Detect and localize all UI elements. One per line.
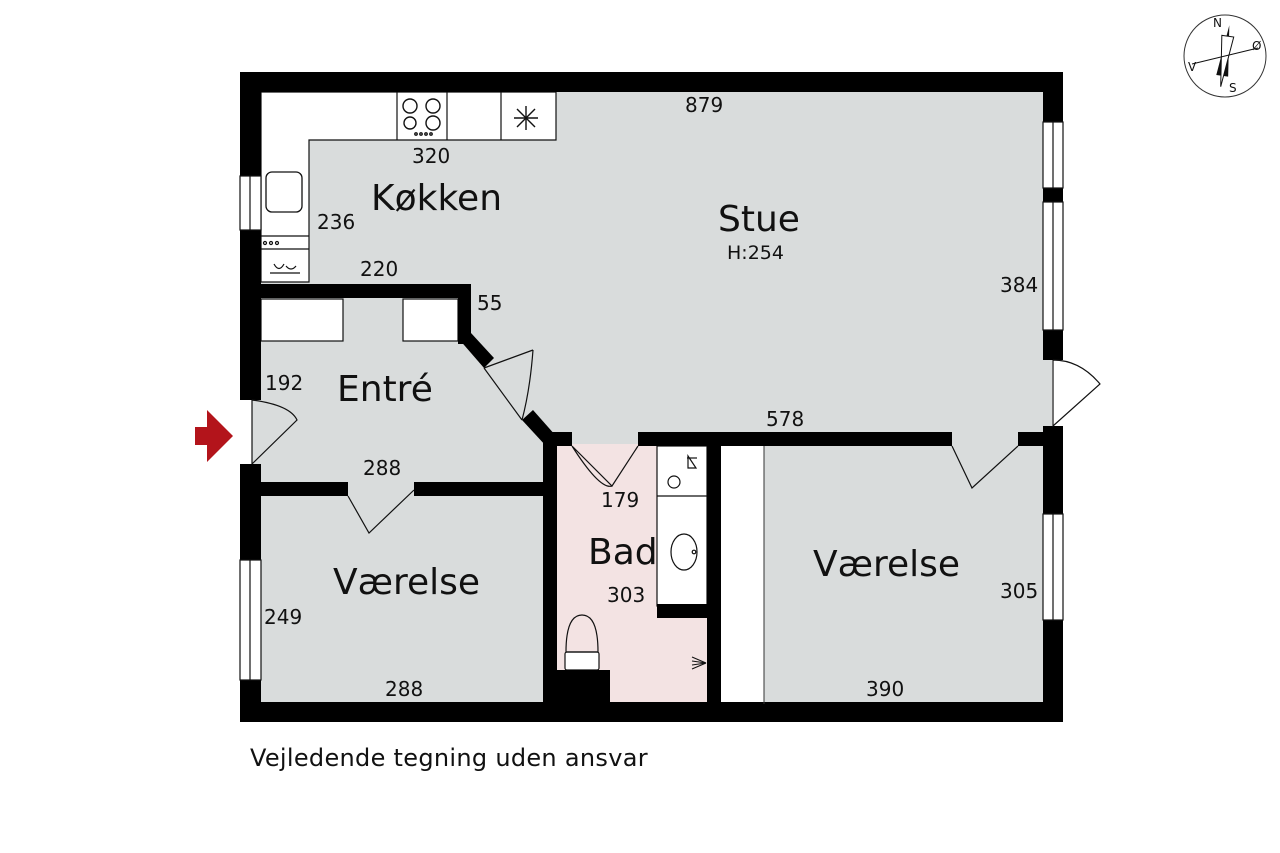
- compass-north: N: [1213, 16, 1222, 30]
- bath-shaft: [557, 670, 610, 708]
- living-height: H:254: [727, 242, 784, 264]
- toilet-tank: [564, 651, 600, 671]
- wall-right-4: [1043, 426, 1063, 514]
- wall-entry-diagonal-1: [458, 333, 494, 368]
- disclaimer-text: Vejledende tegning uden ansvar: [250, 744, 648, 772]
- wall-left-4: [240, 680, 261, 722]
- closet-left: [260, 298, 344, 342]
- wall-left-1: [240, 72, 261, 176]
- dim-entry-width: 288: [363, 456, 401, 480]
- snowflake-icon: [514, 106, 538, 130]
- wall-bath-shelf: [657, 604, 709, 618]
- wall-bath-right: [707, 432, 721, 714]
- door-bath: [571, 445, 639, 487]
- dim-hall-jog: 55: [477, 291, 502, 315]
- wall-entry-bedroom-2: [414, 482, 546, 496]
- wall-left-3: [240, 464, 261, 560]
- sink-icon: [265, 171, 303, 213]
- compass-east: Ø: [1252, 39, 1261, 53]
- wall-left-2: [240, 230, 261, 400]
- bath-fixtures: [564, 445, 708, 671]
- compass-west: V: [1188, 60, 1197, 74]
- washbasin-icon: [670, 533, 698, 571]
- hallway-white-strip: [720, 446, 764, 704]
- dishwasher-icon: [262, 240, 300, 274]
- stove-icon: [402, 98, 441, 136]
- windows: [239, 121, 1064, 681]
- dim-bedroom-left-width: 288: [385, 677, 423, 701]
- wall-bath-top-1: [543, 432, 572, 446]
- wall-right-2: [1043, 188, 1063, 202]
- dim-kitchen-lower: 220: [360, 257, 398, 281]
- dim-entry-depth: 192: [265, 371, 303, 395]
- walls: [240, 72, 1063, 722]
- room-label-entry: Entré: [337, 369, 433, 410]
- wall-bath-top-3: [1018, 432, 1058, 446]
- wall-top: [240, 72, 1063, 92]
- wall-entry-jog: [458, 284, 471, 344]
- dim-living-bottom: 578: [766, 407, 804, 431]
- dim-bedroom-right-width: 390: [866, 677, 904, 701]
- dim-bath-width: 179: [601, 488, 639, 512]
- bath-cabinet: [656, 445, 708, 607]
- washing-machine-icon: [667, 454, 698, 489]
- dim-bedroom-right-depth: 305: [1000, 579, 1038, 603]
- wall-right-1: [1043, 72, 1063, 122]
- room-label-kitchen: Køkken: [371, 178, 502, 219]
- entrance-arrow-icon: [195, 410, 233, 462]
- dim-bath-depth: 303: [607, 583, 645, 607]
- dim-kitchen-depth: 236: [317, 210, 355, 234]
- wall-bath-left: [543, 432, 557, 714]
- wall-right-5: [1043, 620, 1063, 722]
- wall-bath-top-2: [638, 432, 952, 446]
- door-entry-living: [483, 349, 534, 421]
- dim-living-depth: 384: [1000, 273, 1038, 297]
- room-label-bedroom-left: Værelse: [333, 562, 480, 603]
- door-balcony: [1052, 359, 1101, 428]
- wall-bottom: [240, 702, 1063, 722]
- entry-closets: [260, 298, 459, 342]
- dim-bedroom-left-depth: 249: [264, 605, 302, 629]
- shower-icon: [691, 656, 707, 670]
- wall-kitchen-entry: [252, 284, 471, 298]
- compass-south: S: [1229, 81, 1237, 95]
- wall-right-3: [1043, 330, 1063, 360]
- closet-right: [402, 298, 459, 342]
- doors: [251, 349, 1101, 534]
- dim-kitchen-counter: 320: [412, 144, 450, 168]
- room-label-bath: Bad: [588, 532, 658, 573]
- compass-icon: N Ø S V: [1183, 14, 1267, 98]
- dim-top-width: 879: [685, 93, 723, 117]
- wall-entry-bedroom-1: [252, 482, 348, 496]
- room-label-bedroom-right: Værelse: [813, 544, 960, 585]
- door-bedroom-left: [347, 489, 415, 534]
- toilet-icon: [565, 614, 599, 653]
- door-front: [251, 399, 298, 465]
- door-bedroom-right: [951, 445, 1019, 489]
- room-label-living: Stue: [718, 199, 800, 240]
